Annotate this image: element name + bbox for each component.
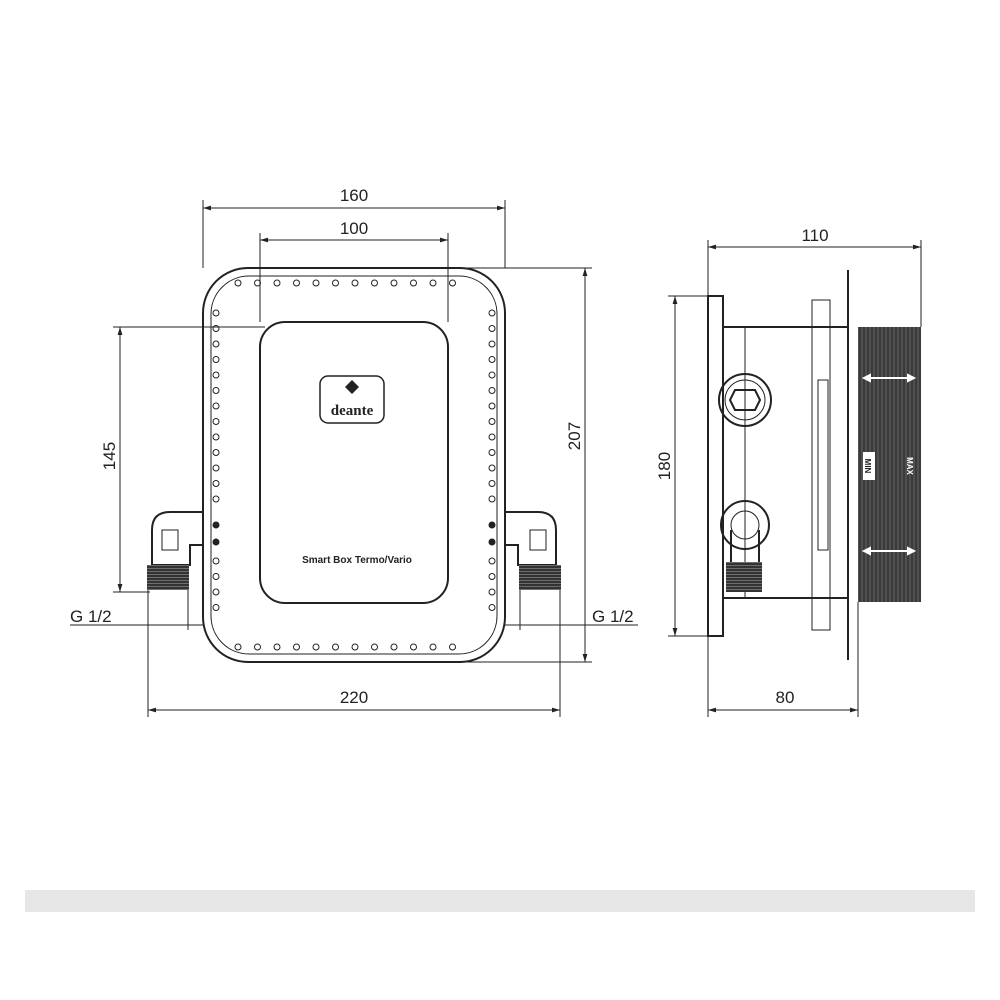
dim-100: 100 [340,219,368,238]
mounting-hole [488,418,496,425]
logo-text: deante [331,403,374,419]
mounting-hole [273,643,281,651]
dim-145: 145 [100,442,119,470]
mounting-hole [390,279,398,287]
mounting-hole [212,433,220,441]
mounting-hole [212,309,220,317]
mounting-hole [234,643,242,651]
deante-logo: deante [319,375,385,424]
mounting-hole [293,279,300,287]
outer-frame [202,267,506,663]
mounting-holes [212,279,496,651]
side-view: MIN MAX 110 180 80 [655,226,922,717]
right-connector [488,511,561,590]
mounting-hole [371,279,378,287]
mounting-hole [212,495,220,503]
mounting-hole [273,279,281,287]
mounting-hole [254,643,261,651]
dim-160: 160 [340,186,368,205]
cover-plate [259,321,449,604]
footer-bar [25,890,975,912]
mounting-hole [488,387,496,394]
mounting-hole [212,402,220,410]
thread-label-right: G 1/2 [592,607,634,626]
mounting-hole [488,588,496,596]
lower-fitting [720,500,770,592]
mounting-hole [488,557,496,565]
mounting-hole [410,643,417,651]
mounting-hole [488,604,496,611]
valve-body [722,326,849,599]
mounting-hole [488,325,496,332]
depth-adjustment-thread: MIN MAX [858,327,921,602]
mounting-hole [488,464,496,472]
mounting-hole [371,643,378,651]
upper-fitting [718,373,772,427]
mounting-hole [212,418,220,425]
mounting-hole [212,573,220,580]
mounting-hole [488,340,496,348]
mounting-hole [212,449,220,456]
thread-label-left: G 1/2 [70,607,112,626]
left-connector [147,511,220,590]
mounting-hole [449,643,456,651]
mounting-hole [351,279,359,287]
mounting-hole [351,643,359,651]
mounting-hole [488,480,496,487]
mounting-hole [429,643,437,651]
dim-80: 80 [776,688,795,707]
max-label: MAX [905,457,914,475]
mounting-hole [234,279,242,287]
mounting-hole [212,464,220,472]
mounting-hole [488,573,496,580]
dim-207: 207 [565,422,584,450]
mounting-hole [212,371,220,379]
dim-180: 180 [655,452,674,480]
mounting-hole [293,643,300,651]
mounting-hole [488,356,496,363]
mounting-hole [212,557,220,565]
mounting-hole [312,279,320,287]
mounting-hole [332,279,339,287]
front-view: deante Smart Box Termo/Vario 160 100 207… [70,186,638,717]
inner-frame [210,275,498,655]
mounting-hole [488,495,496,503]
dim-220: 220 [340,688,368,707]
dim-110: 110 [801,226,828,245]
mounting-hole [488,402,496,410]
mounting-plate [707,295,724,637]
mounting-hole [488,449,496,456]
mounting-hole [410,279,417,287]
mounting-hole [212,325,220,332]
mounting-hole [488,433,496,441]
product-label: Smart Box Termo/Vario [302,555,412,566]
mounting-hole [312,643,320,651]
mounting-hole [212,340,220,348]
mounting-hole [488,371,496,379]
mounting-hole [212,387,220,394]
mounting-hole [488,309,496,317]
mounting-hole [332,643,339,651]
mounting-hole [212,588,220,596]
mounting-hole [390,643,398,651]
mounting-hole [449,279,456,287]
mounting-hole [212,604,220,611]
mounting-hole [212,356,220,363]
min-label: MIN [863,459,872,474]
mounting-hole [212,480,220,487]
mounting-hole [429,279,437,287]
